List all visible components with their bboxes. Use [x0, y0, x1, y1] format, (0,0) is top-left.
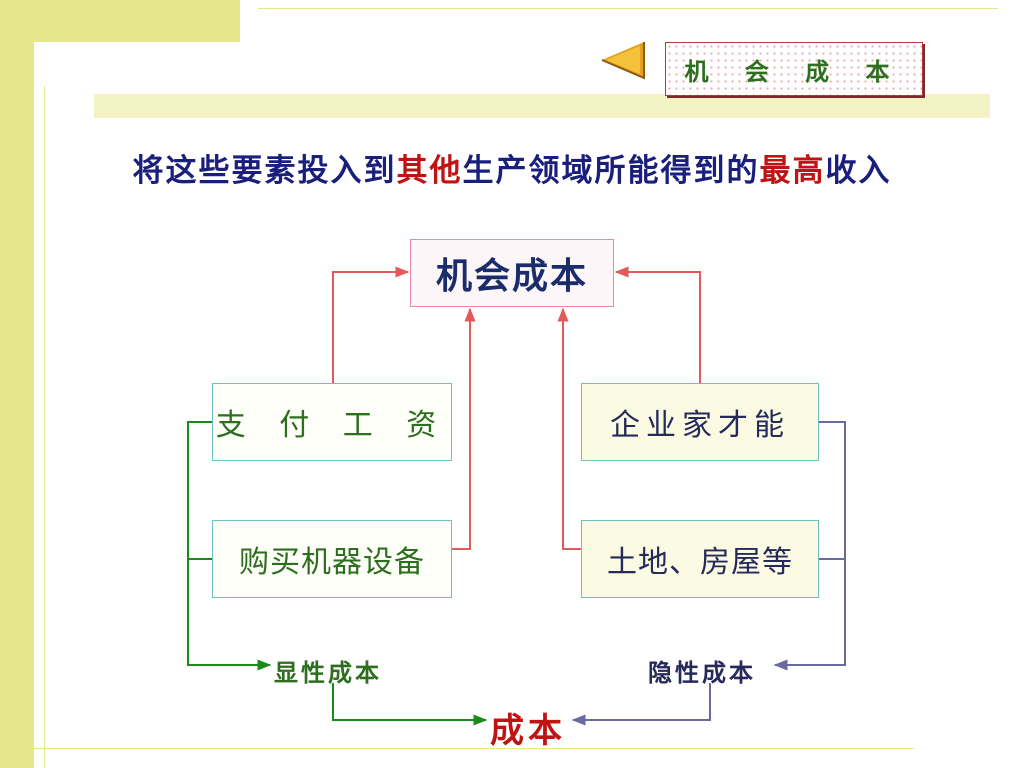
top-decor-block: [0, 0, 240, 42]
definition-part1: 将这些要素投入到: [132, 153, 397, 189]
header-band: [94, 94, 990, 118]
left-triangle-icon: [601, 42, 645, 80]
definition-part3: 收入: [825, 153, 892, 189]
vertical-decor-line: [44, 86, 45, 768]
arrow-entrepreneur-to-opportunity: [614, 266, 701, 383]
label-cost: 成本: [490, 711, 566, 751]
definition-highlight-highest: 最高: [759, 153, 826, 189]
label-implicit-cost: 隐性成本: [648, 658, 756, 687]
arrow-land-to-opportunity: [557, 307, 581, 550]
arrow-machine-to-opportunity: [452, 307, 476, 550]
bracket-implicit: [773, 421, 846, 671]
node-entrepreneurship: 企业家才能: [581, 383, 819, 461]
definition-part2: 生产领域所能得到的: [462, 153, 760, 189]
node-opportunity-cost: 机会成本: [410, 239, 614, 307]
top-decor-line: [258, 8, 998, 9]
definition-text: 将这些要素投入到其他生产领域所能得到的最高收入: [0, 145, 1024, 190]
node-pay-wages: 支 付 工 资: [212, 383, 452, 461]
bottom-decor-line: [34, 748, 914, 749]
arrow-implicit-to-cost: [571, 683, 711, 726]
arrow-explicit-to-cost: [332, 683, 488, 726]
arrow-wage-to-opportunity: [332, 266, 410, 383]
bracket-explicit: [187, 421, 272, 671]
slide-title: 机 会 成 本: [665, 42, 923, 96]
node-buy-machinery: 购买机器设备: [212, 520, 452, 598]
back-button[interactable]: [600, 40, 646, 80]
node-land-buildings: 土地、房屋等: [581, 520, 819, 598]
definition-highlight-other: 其他: [396, 153, 463, 189]
left-decor-bar: [0, 0, 34, 768]
label-explicit-cost: 显性成本: [274, 658, 382, 687]
